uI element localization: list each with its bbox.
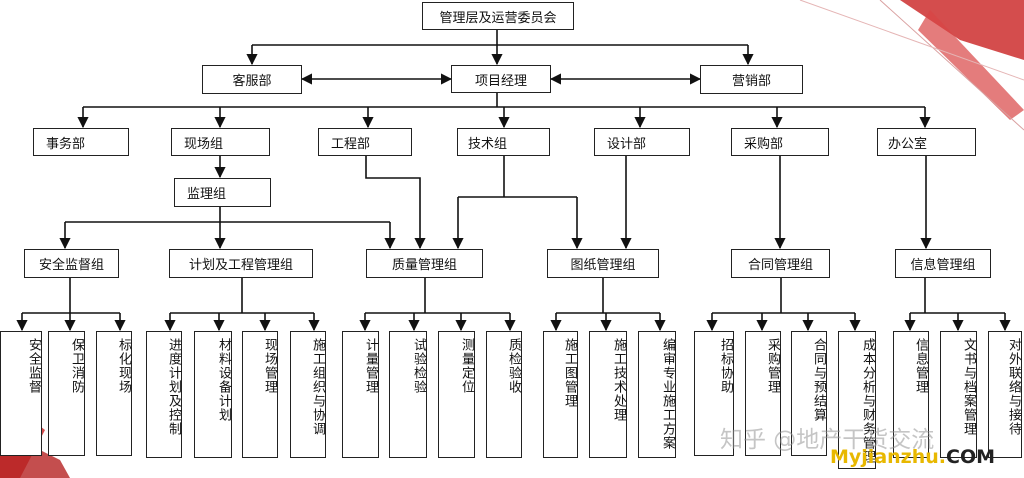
node-safety-supervision-group: 安全监督组 xyxy=(24,249,119,278)
leaf-safety-supervision: 安全监督 xyxy=(0,331,42,456)
node-management-committee: 管理层及运营委员会 xyxy=(422,2,574,30)
site-watermark-dot: . xyxy=(938,446,946,468)
node-contract-group: 合同管理组 xyxy=(731,249,830,278)
leaf-documents-archives: 文书与档案管理 xyxy=(940,331,977,458)
leaf-construction-coordination: 施工组织与协调 xyxy=(290,331,326,458)
node-marketing: 营销部 xyxy=(700,65,803,94)
leaf-external-liaison: 对外联络与接待 xyxy=(988,331,1022,458)
node-supervision-group: 监理组 xyxy=(174,178,271,207)
leaf-surveying: 测量定位 xyxy=(438,331,475,458)
leaf-standard-site: 标化现场 xyxy=(96,331,132,456)
leaf-security-fire: 保卫消防 xyxy=(48,331,85,456)
node-affairs: 事务部 xyxy=(33,128,129,156)
thin-line-top-right xyxy=(879,0,1024,131)
node-technical-group: 技术组 xyxy=(457,128,550,156)
site-watermark: Myjianzhu.COM xyxy=(830,446,995,468)
leaf-construction-plan: 编审专业施工方案 xyxy=(638,331,676,458)
site-watermark-my: My xyxy=(830,446,862,468)
leaf-information-management: 信息管理 xyxy=(893,331,929,458)
node-information-group: 信息管理组 xyxy=(895,249,991,278)
node-plan-engineering-group: 计划及工程管理组 xyxy=(169,249,313,278)
leaf-testing: 试验检验 xyxy=(389,331,427,458)
node-project-manager: 项目经理 xyxy=(451,65,551,93)
node-quality-group: 质量管理组 xyxy=(366,249,483,278)
leaf-schedule-control: 进度计划及控制 xyxy=(146,331,182,458)
connector-gongcheng-zhiliang xyxy=(365,156,426,250)
node-site-group: 现场组 xyxy=(171,128,270,156)
site-watermark-com: COM xyxy=(946,446,996,468)
zhihu-watermark: 知乎 @地产干货交流 xyxy=(720,427,935,453)
leaf-material-plan: 材料设备计划 xyxy=(194,331,232,458)
leaf-purchase-management: 采购管理 xyxy=(745,331,781,456)
leaf-metering: 计量管理 xyxy=(342,331,379,458)
node-customer-service: 客服部 xyxy=(202,65,302,94)
leaf-quality-acceptance: 质检验收 xyxy=(486,331,522,458)
site-watermark-jianzhu: jianzhu xyxy=(861,446,939,468)
leaf-contract-budget: 合同与预结算 xyxy=(791,331,827,456)
thin-line-top-right-2 xyxy=(799,0,1024,81)
leaf-cost-finance: 成本分析与财务管理 xyxy=(838,331,876,469)
leaf-bid-assist: 招标协助 xyxy=(694,331,734,456)
node-design: 设计部 xyxy=(594,128,690,156)
leaf-technical-handling: 施工技术处理 xyxy=(589,331,627,458)
node-engineering: 工程部 xyxy=(318,128,412,156)
red-stripe-top-right-2 xyxy=(918,10,1024,120)
node-office: 办公室 xyxy=(877,128,976,156)
leaf-site-management: 现场管理 xyxy=(242,331,278,458)
node-procurement: 采购部 xyxy=(731,128,829,156)
node-drawing-group: 图纸管理组 xyxy=(547,249,659,278)
leaf-drawing-management: 施工图管理 xyxy=(543,331,578,458)
